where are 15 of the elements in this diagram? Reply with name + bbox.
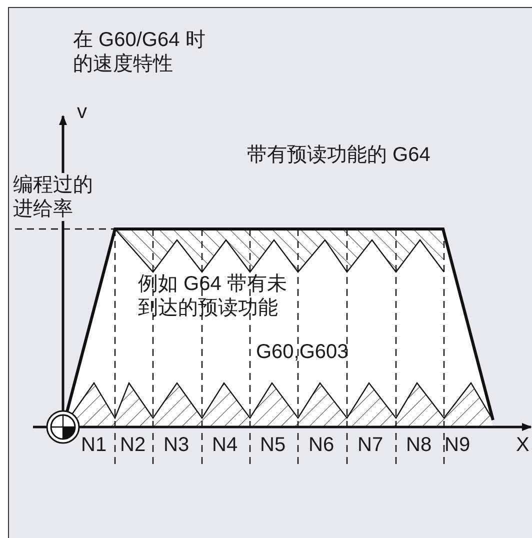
axis-label: X bbox=[516, 433, 530, 457]
axis-label: v bbox=[77, 100, 87, 124]
diagram-title: 在 G60/G64 时的速度特性 bbox=[73, 28, 206, 76]
block-label: N9 bbox=[444, 433, 470, 457]
block-label: N4 bbox=[212, 433, 238, 457]
block-label: N8 bbox=[406, 433, 432, 457]
curve-label: 例如 G64 带有未到达的预读功能 bbox=[138, 272, 288, 320]
curve-label: G60,G603 bbox=[256, 340, 348, 364]
block-label: N3 bbox=[164, 433, 190, 457]
curve-label: 带有预读功能的 G64 bbox=[247, 143, 430, 167]
block-label: N6 bbox=[308, 433, 334, 457]
block-label: N1 bbox=[81, 433, 107, 457]
block-label: N2 bbox=[120, 433, 146, 457]
block-label: N7 bbox=[358, 433, 384, 457]
block-label: N5 bbox=[260, 433, 286, 457]
